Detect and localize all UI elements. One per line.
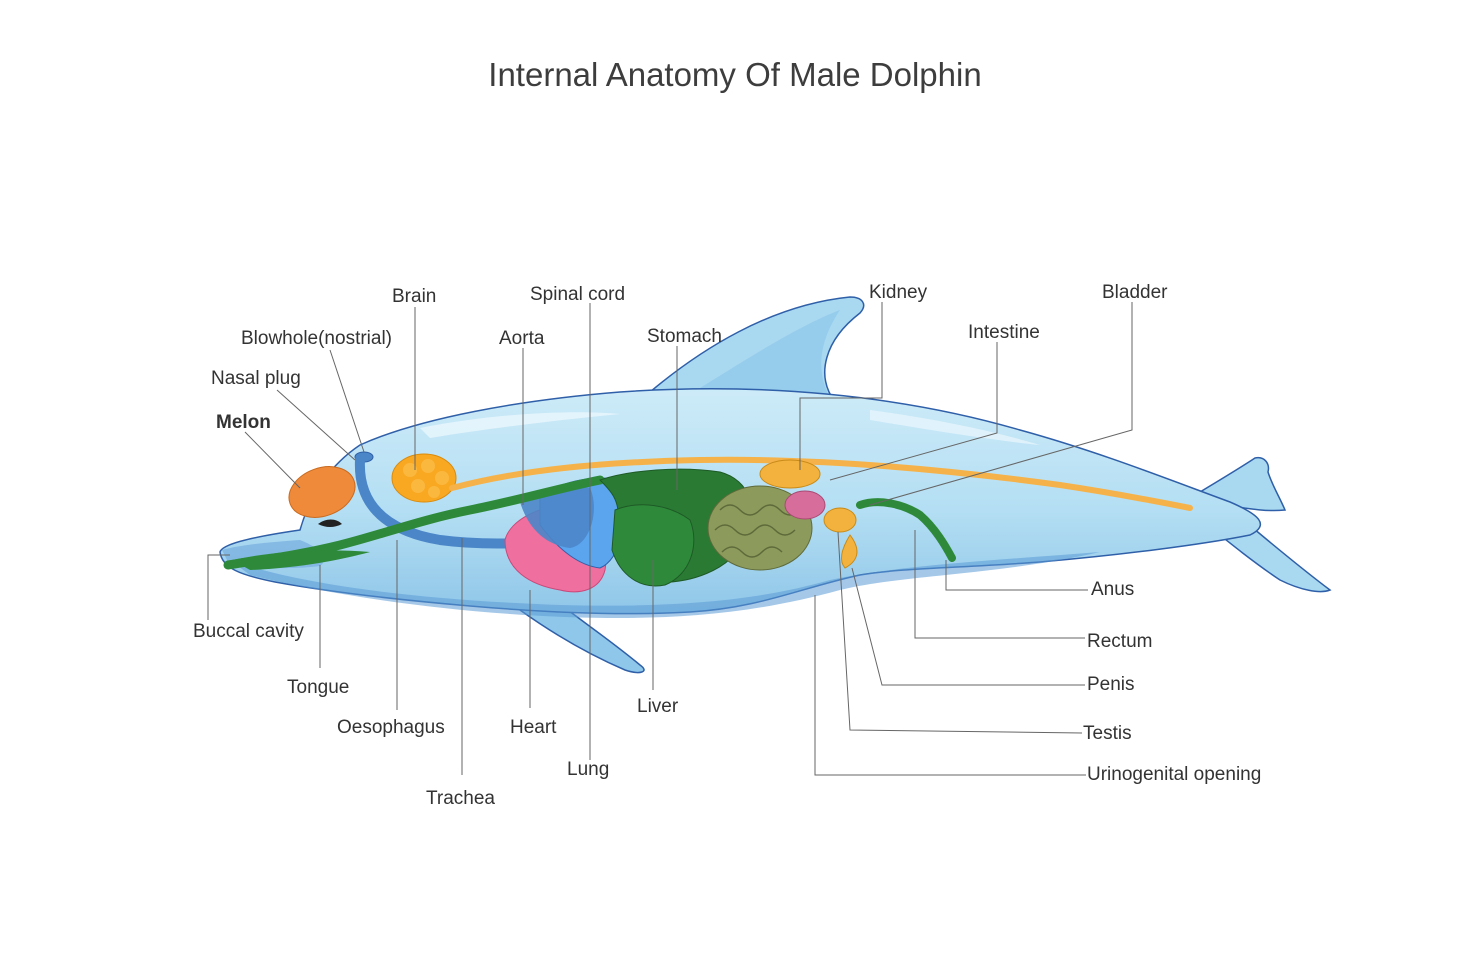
belly-shade bbox=[230, 552, 1100, 618]
diagram-title: Internal Anatomy Of Male Dolphin bbox=[488, 56, 982, 93]
bladder-organ bbox=[784, 490, 826, 520]
label-rectum: Rectum bbox=[1087, 631, 1152, 652]
spinal-cord-organ bbox=[449, 456, 1193, 511]
label-intestine: Intestine bbox=[968, 322, 1040, 343]
label-spinal-cord: Spinal cord bbox=[530, 284, 625, 305]
brain-organ bbox=[391, 453, 457, 503]
liver-organ bbox=[611, 504, 695, 587]
label-urinogenital-opening: Urinogenital opening bbox=[1087, 764, 1261, 785]
label-nasal-plug: Nasal plug bbox=[211, 368, 301, 389]
label-anus: Anus bbox=[1091, 579, 1134, 600]
kidney-organ bbox=[759, 459, 821, 489]
label-aorta: Aorta bbox=[499, 328, 545, 349]
lung-lobe bbox=[520, 485, 594, 548]
label-melon: Melon bbox=[216, 412, 271, 433]
rectum-organ bbox=[856, 498, 956, 562]
label-stomach: Stomach bbox=[647, 326, 722, 347]
label-bladder: Bladder bbox=[1102, 282, 1168, 303]
label-heart: Heart bbox=[510, 717, 557, 738]
label-penis: Penis bbox=[1087, 674, 1135, 695]
body-highlight-2 bbox=[870, 410, 1040, 445]
label-trachea: Trachea bbox=[426, 788, 495, 809]
label-oesophagus: Oesophagus bbox=[337, 717, 445, 738]
label-lung: Lung bbox=[567, 759, 609, 780]
label-testis: Testis bbox=[1083, 723, 1132, 744]
eye-icon bbox=[318, 519, 342, 527]
dorsal-fin-shade bbox=[700, 310, 840, 398]
testis-organ bbox=[823, 507, 857, 533]
tongue-organ bbox=[232, 550, 370, 570]
label-tongue: Tongue bbox=[287, 677, 349, 698]
label-buccal-cavity: Buccal cavity bbox=[193, 621, 304, 642]
label-kidney: Kidney bbox=[869, 282, 928, 303]
body-highlight bbox=[420, 412, 620, 438]
pectoral-flipper bbox=[518, 599, 645, 674]
label-liver: Liver bbox=[637, 696, 679, 717]
penis-organ bbox=[840, 534, 858, 569]
leader-lines bbox=[207, 302, 1133, 776]
label-brain: Brain bbox=[392, 286, 436, 307]
label-blowhole: Blowhole(nostrial) bbox=[241, 328, 392, 349]
melon-organ bbox=[288, 466, 356, 518]
